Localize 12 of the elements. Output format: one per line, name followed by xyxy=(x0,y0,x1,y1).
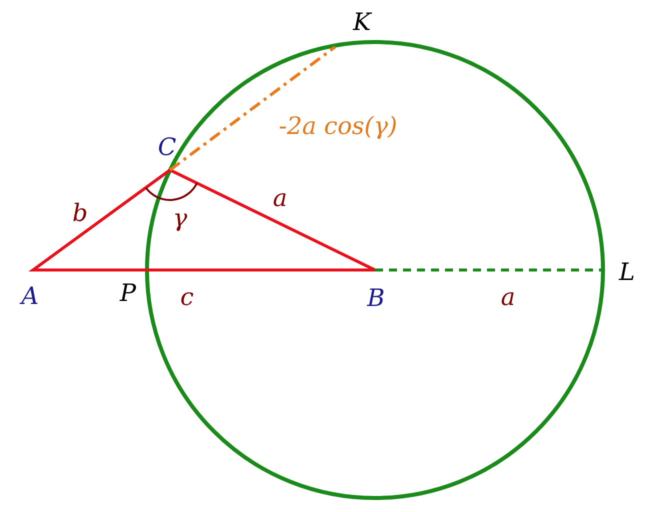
point-label: B xyxy=(367,286,385,310)
point-label: L xyxy=(619,260,635,284)
formula-label: -2a cos(γ) xyxy=(278,114,398,138)
side-label: c xyxy=(180,285,194,309)
side-label: a xyxy=(272,186,288,210)
point-label: P xyxy=(120,281,136,305)
point-label: A xyxy=(21,284,39,308)
side-label: b xyxy=(72,201,88,225)
side-label: a xyxy=(500,285,516,309)
angle-label: γ xyxy=(172,206,188,230)
point-label: C xyxy=(158,135,176,159)
point-label: K xyxy=(353,10,371,34)
